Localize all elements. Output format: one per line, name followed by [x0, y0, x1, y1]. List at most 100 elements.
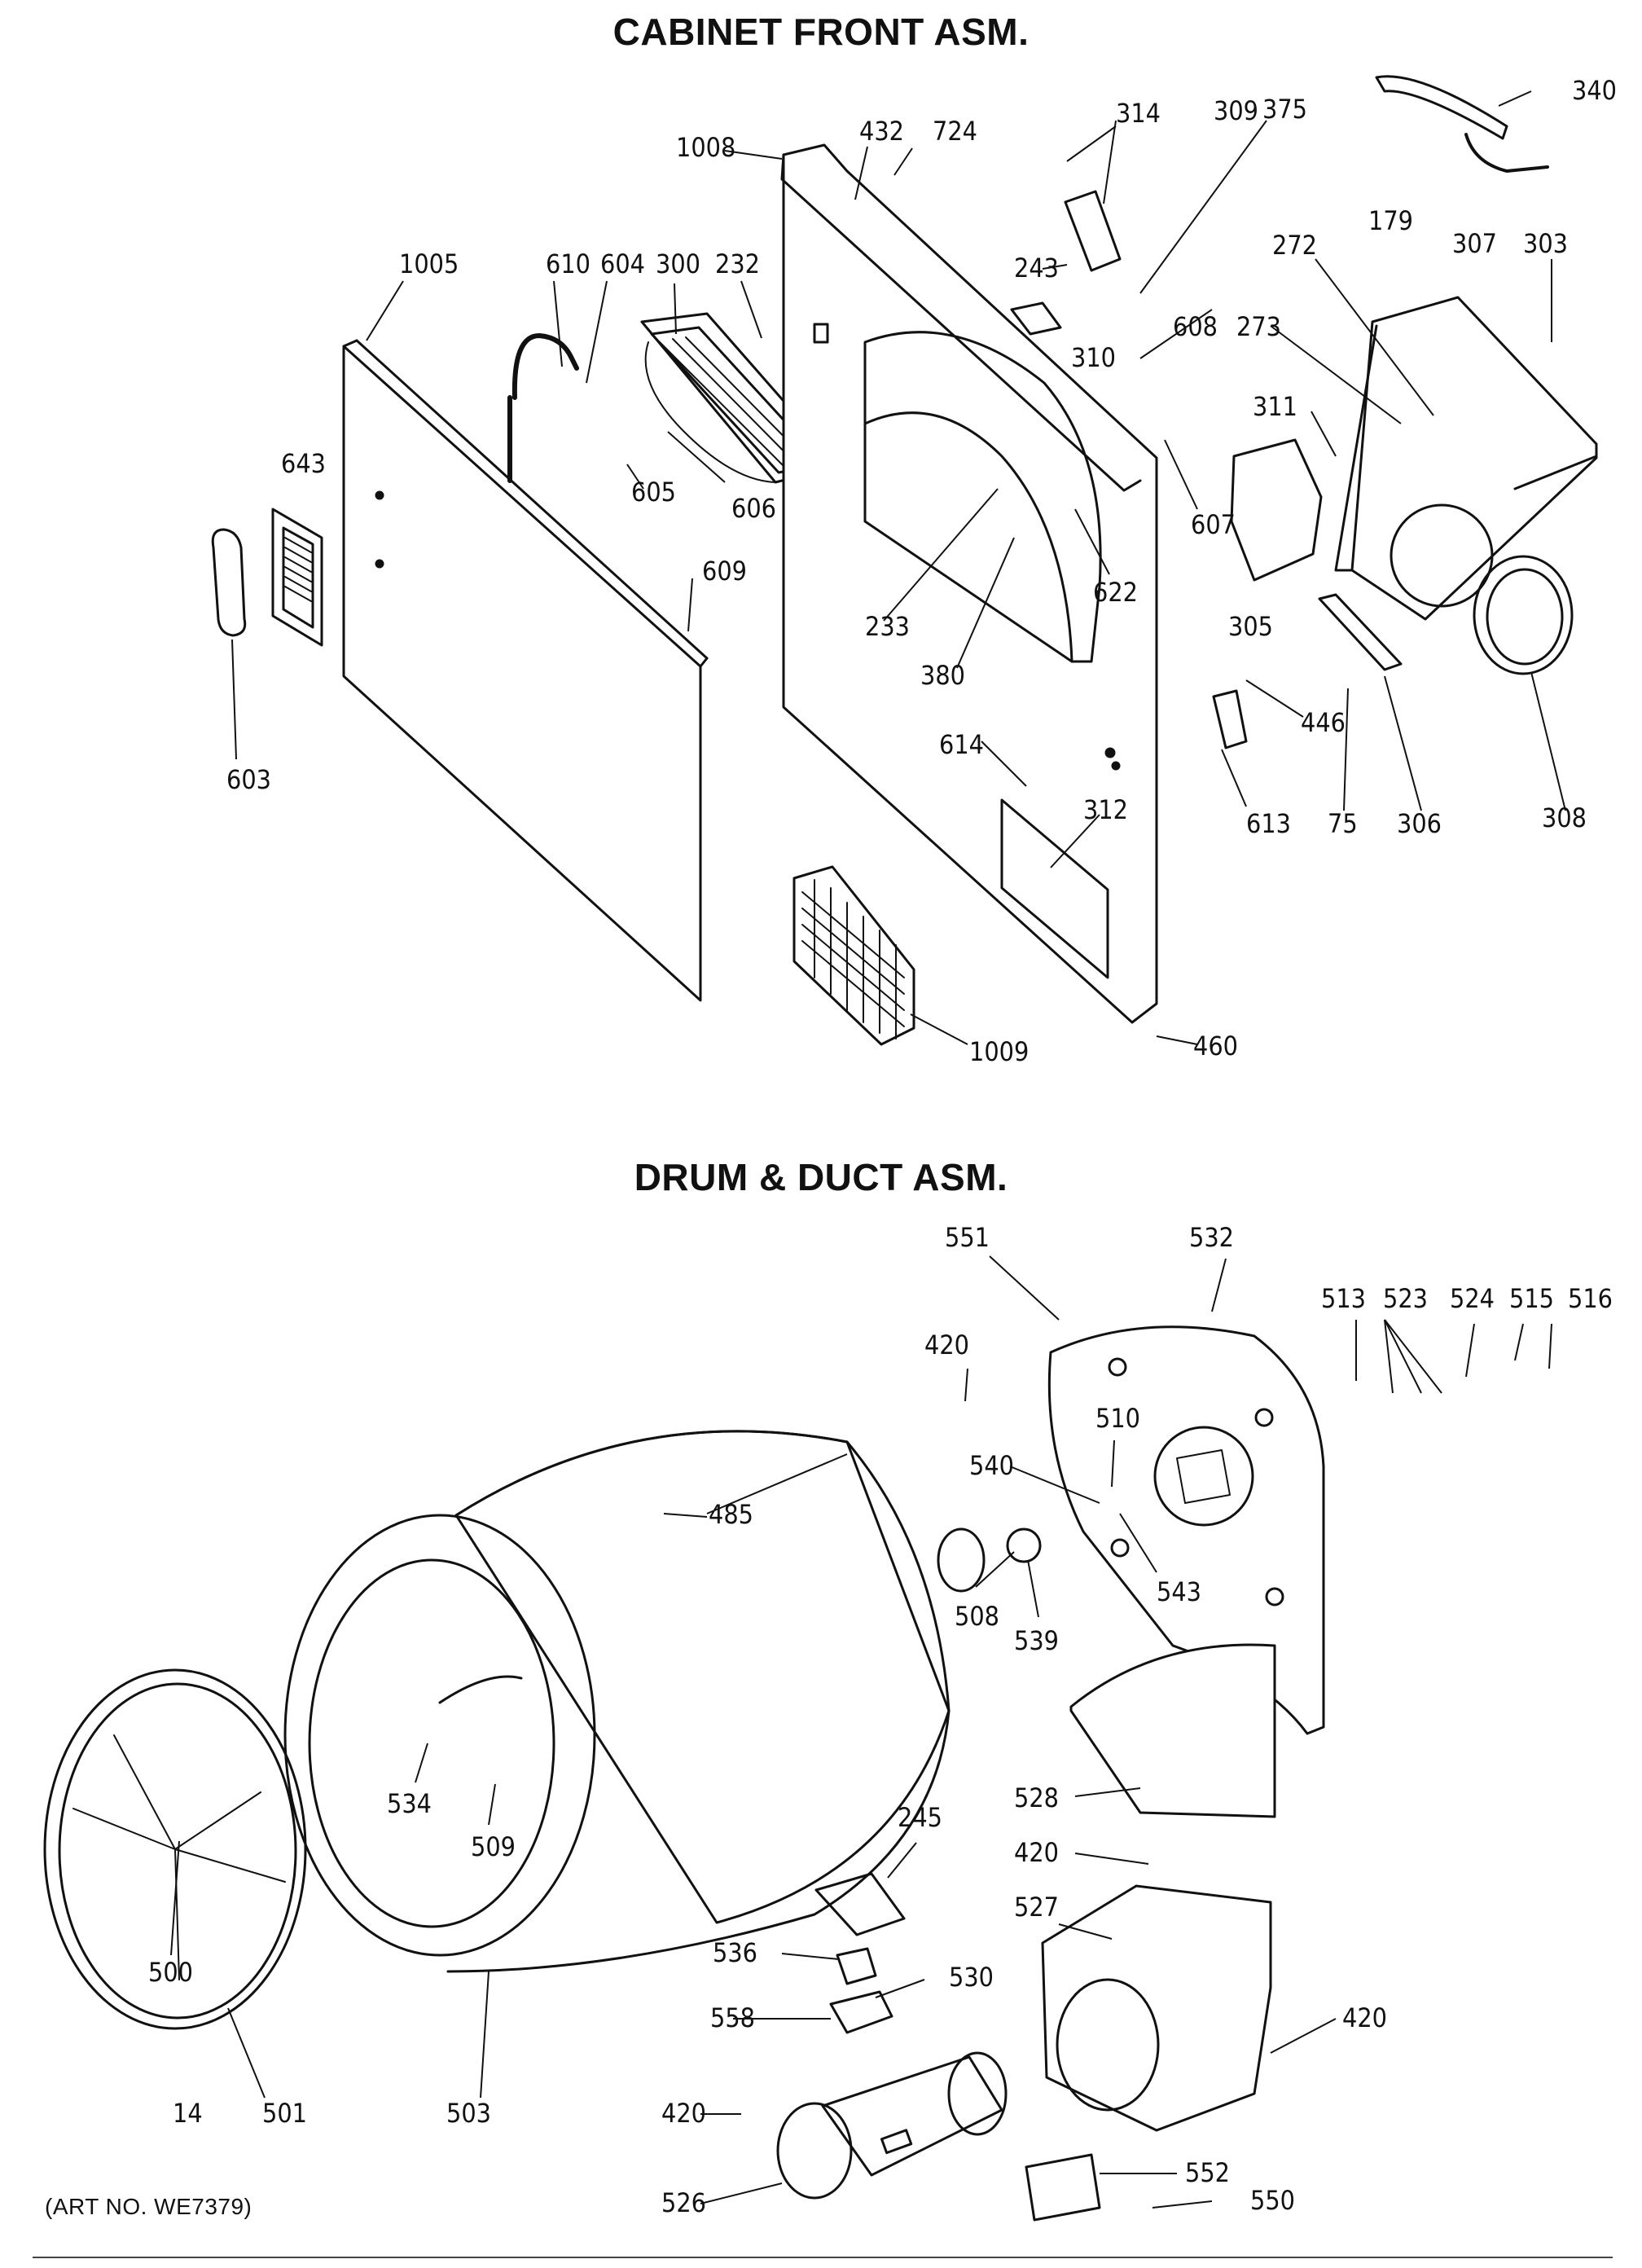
callout-539: 539 — [1014, 1625, 1059, 1656]
callout-1009: 1009 — [969, 1036, 1029, 1067]
callout-432: 432 — [859, 116, 904, 147]
callout-614: 614 — [939, 729, 984, 760]
switch-305 — [1230, 438, 1323, 582]
callout-607: 607 — [1191, 509, 1236, 540]
thermostat-530 — [836, 1947, 877, 1985]
callout-527: 527 — [1014, 1892, 1059, 1923]
callout-179: 179 — [1368, 205, 1413, 236]
door-handle-603 — [211, 528, 247, 637]
callout-308: 308 — [1542, 802, 1587, 833]
callout-501: 501 — [262, 2098, 307, 2129]
switch-bracket-309 — [1064, 190, 1122, 272]
callout-523: 523 — [1383, 1283, 1428, 1314]
callout-622: 622 — [1093, 577, 1138, 608]
rear-bulkhead-532 — [1047, 1325, 1325, 1735]
callout-508: 508 — [955, 1601, 999, 1632]
callout-245: 245 — [898, 1802, 942, 1833]
leader-lines — [170, 90, 1566, 2209]
idler-wheel-508 — [937, 1527, 986, 1593]
callout-608: 608 — [1173, 311, 1218, 342]
pulley-539 — [1006, 1527, 1042, 1563]
callout-1008: 1008 — [676, 132, 735, 163]
heater-526 — [776, 2051, 1008, 2200]
callout-503: 503 — [446, 2098, 491, 2129]
callout-312: 312 — [1083, 794, 1128, 825]
callout-1005: 1005 — [399, 248, 459, 279]
callout-613: 613 — [1246, 808, 1291, 839]
callout-305: 305 — [1228, 611, 1273, 642]
kick-grille-1009 — [792, 865, 915, 1046]
callout-724: 724 — [933, 116, 977, 147]
callout-272: 272 — [1272, 230, 1317, 261]
callout-243: 243 — [1014, 253, 1059, 284]
terminal-block-552 — [1025, 2153, 1101, 2222]
bottom-divider — [33, 2257, 1613, 2258]
callout-524: 524 — [1450, 1283, 1495, 1314]
callout-510: 510 — [1095, 1403, 1140, 1434]
cabinet-front-1008 — [780, 143, 1158, 1024]
duct-528 — [1069, 1643, 1276, 1818]
callout-551: 551 — [945, 1222, 990, 1253]
panel-plate-643 — [271, 508, 323, 647]
callout-609: 609 — [702, 556, 747, 587]
callout-530: 530 — [949, 1962, 994, 1993]
callout-605: 605 — [631, 477, 676, 508]
wire-harness-610 — [507, 333, 579, 483]
callout-380: 380 — [920, 660, 965, 691]
callout-558: 558 — [710, 2002, 755, 2033]
callout-310: 310 — [1071, 342, 1116, 373]
bracket-307 — [1334, 296, 1598, 621]
callout-306: 306 — [1397, 808, 1442, 839]
callout-420-middle: 420 — [1014, 1837, 1059, 1868]
callout-232: 232 — [715, 248, 760, 279]
rail-340 — [1375, 75, 1549, 173]
duct-housing-527 — [1041, 1884, 1272, 2132]
callout-513: 513 — [1321, 1283, 1366, 1314]
duct-ring-308 — [1473, 555, 1574, 675]
callout-314: 314 — [1116, 98, 1161, 129]
callout-300: 300 — [656, 248, 700, 279]
callout-303: 303 — [1523, 228, 1568, 259]
callout-309: 309 — [1214, 95, 1258, 126]
callout-603: 603 — [226, 764, 271, 795]
callout-485: 485 — [709, 1499, 753, 1530]
callout-606: 606 — [731, 493, 776, 524]
drum-and-duct-assembly-title: DRUM & DUCT ASM. — [634, 1156, 1008, 1198]
callout-643: 643 — [281, 448, 326, 479]
callout-516: 516 — [1568, 1283, 1613, 1314]
callout-460: 460 — [1193, 1031, 1238, 1061]
clip-306 — [1318, 593, 1403, 671]
callout-446: 446 — [1301, 707, 1346, 738]
callout-labels: 340 314 309 375 432 724 1008 179 272 307… — [148, 75, 1617, 2218]
callout-543: 543 — [1157, 1576, 1201, 1607]
plate-245 — [814, 1872, 906, 1936]
drum-front-ring-501 — [43, 1668, 307, 2030]
callout-311: 311 — [1253, 391, 1297, 422]
callout-14: 14 — [173, 2098, 203, 2129]
callout-420-upper: 420 — [924, 1330, 969, 1360]
callout-75: 75 — [1328, 808, 1358, 839]
callout-375: 375 — [1262, 94, 1307, 125]
callout-340: 340 — [1572, 75, 1617, 106]
art-number-label: (ART NO. WE7379) — [45, 2194, 252, 2219]
callout-273: 273 — [1236, 311, 1281, 342]
callout-233: 233 — [865, 611, 910, 642]
drum-503 — [283, 1430, 951, 1973]
callout-536: 536 — [713, 1937, 757, 1968]
callout-420-right: 420 — [1342, 2002, 1387, 2033]
callout-515: 515 — [1509, 1283, 1554, 1314]
bracket-558 — [829, 1990, 893, 2034]
callout-604: 604 — [600, 248, 645, 279]
callout-534: 534 — [387, 1788, 432, 1819]
callout-420-lower: 420 — [661, 2098, 706, 2129]
label-310 — [1010, 301, 1062, 336]
callout-500: 500 — [148, 1957, 193, 1988]
callout-526: 526 — [661, 2187, 706, 2218]
callout-532: 532 — [1189, 1222, 1234, 1253]
cabinet-front-assembly-title: CABINET FRONT ASM. — [612, 11, 1030, 53]
bracket-613 — [1212, 689, 1248, 749]
callout-528: 528 — [1014, 1782, 1059, 1813]
callout-509: 509 — [471, 1831, 516, 1862]
callout-307: 307 — [1452, 228, 1497, 259]
